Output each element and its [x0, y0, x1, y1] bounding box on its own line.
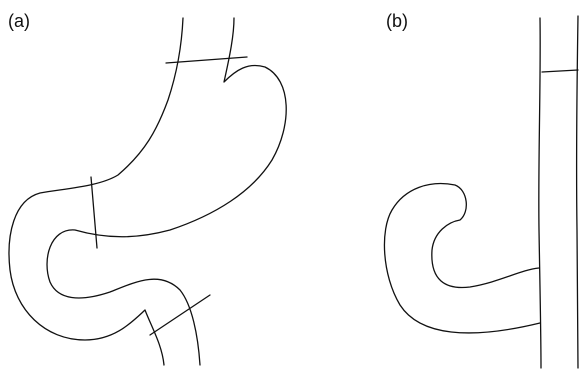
- panel-a-transection-pylorus: [90, 176, 98, 249]
- panel-a-outer-wall: [8, 17, 184, 366]
- panel-a-transection-distal: [149, 294, 211, 336]
- panel-label-b: (b): [386, 11, 408, 31]
- panel-a-inner-wall: [46, 17, 287, 366]
- panel-label-a: (a): [8, 11, 30, 31]
- panel-b-tube-left-wall: [538, 17, 542, 369]
- panel-b-drawing: [383, 15, 579, 369]
- panel-b-tube-right-wall: [575, 15, 579, 369]
- panel-b-curl-outline: [383, 182, 541, 334]
- panel-b-tube-crossline: [541, 69, 579, 73]
- panel-a-transection-top: [165, 56, 248, 64]
- panel-a-drawing: [8, 17, 287, 366]
